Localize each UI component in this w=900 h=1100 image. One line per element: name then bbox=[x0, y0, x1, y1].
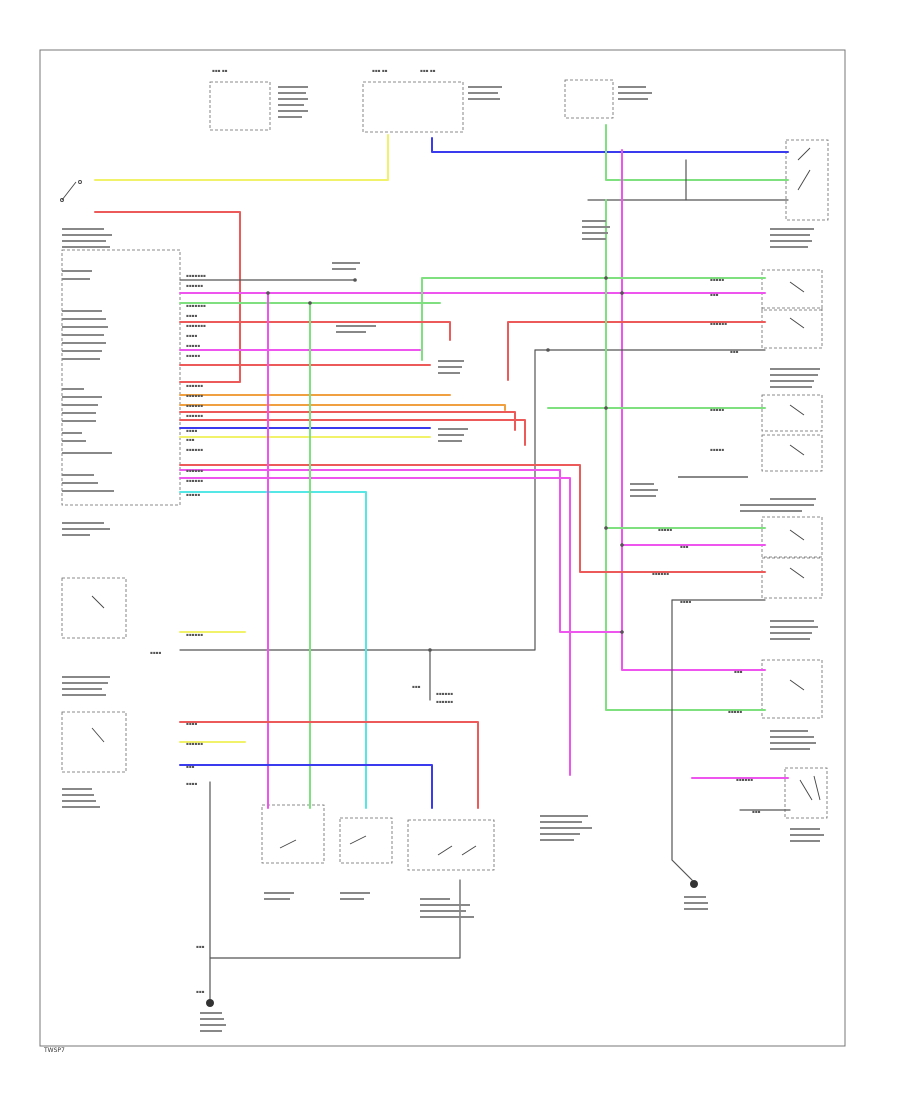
body-control-module-box bbox=[61, 249, 181, 506]
door-lock-switch-bottom-box bbox=[261, 804, 325, 864]
actuator-right-2 bbox=[761, 307, 823, 349]
svg-text:▪▪▪: ▪▪▪ bbox=[730, 349, 739, 354]
svg-text:▪▪▪ ▪▪: ▪▪▪ ▪▪ bbox=[420, 68, 436, 73]
svg-text:▪▪▪▪▪▪: ▪▪▪▪▪▪ bbox=[186, 632, 203, 637]
wire-red-2 bbox=[507, 321, 766, 381]
wire-black-right-vert bbox=[671, 599, 693, 881]
wire-black-3 bbox=[179, 349, 536, 651]
actuator-right-8 bbox=[784, 767, 828, 819]
relay-box-top-right bbox=[564, 79, 614, 119]
wire-ground-bottom bbox=[209, 879, 461, 959]
svg-text:▪▪▪▪▪▪: ▪▪▪▪▪▪ bbox=[436, 691, 453, 696]
svg-text:▪▪▪: ▪▪▪ bbox=[196, 944, 205, 949]
svg-text:▪▪▪▪▪: ▪▪▪▪▪ bbox=[710, 407, 724, 412]
svg-text:▪▪▪▪▪: ▪▪▪▪▪ bbox=[186, 343, 200, 348]
key-cylinder-switch-box bbox=[407, 819, 495, 871]
wire-red-6 bbox=[179, 464, 766, 573]
svg-text:▪▪▪▪: ▪▪▪▪ bbox=[150, 650, 162, 655]
actuator-right-1 bbox=[761, 269, 823, 311]
wire-red-bottom bbox=[179, 721, 479, 809]
svg-text:▪▪▪ ▪▪: ▪▪▪ ▪▪ bbox=[212, 68, 228, 73]
svg-text:▪▪▪▪▪: ▪▪▪▪▪ bbox=[728, 709, 742, 714]
wire-red-5 bbox=[179, 419, 526, 446]
svg-text:▪▪▪▪▪▪▪: ▪▪▪▪▪▪▪ bbox=[186, 273, 206, 278]
diagram-frame bbox=[39, 49, 846, 1047]
footer-code: TWSP7 bbox=[43, 1047, 65, 1054]
svg-text:▪▪▪▪▪▪: ▪▪▪▪▪▪ bbox=[186, 478, 203, 483]
wire-blue-bottom bbox=[179, 764, 433, 809]
driver-door-lock-actuator-box bbox=[785, 139, 829, 221]
wire-orange-2 bbox=[179, 404, 506, 411]
wire-red-top bbox=[94, 211, 241, 383]
svg-text:▪▪▪▪: ▪▪▪▪ bbox=[186, 781, 198, 786]
ground-symbol-left bbox=[206, 999, 214, 1007]
svg-text:▪▪▪: ▪▪▪ bbox=[680, 544, 689, 549]
wire-pink-3 bbox=[179, 469, 623, 633]
svg-text:▪▪▪▪▪▪: ▪▪▪▪▪▪ bbox=[710, 321, 727, 326]
svg-text:▪▪▪: ▪▪▪ bbox=[186, 437, 195, 442]
wire-blue-top bbox=[431, 137, 789, 153]
svg-text:▪▪▪: ▪▪▪ bbox=[752, 809, 761, 814]
svg-text:▪▪▪▪▪▪: ▪▪▪▪▪▪ bbox=[436, 699, 453, 704]
actuator-right-3 bbox=[761, 394, 823, 432]
svg-text:▪▪▪▪: ▪▪▪▪ bbox=[186, 428, 198, 433]
fuse-relay-box-center bbox=[362, 81, 464, 133]
svg-text:▪▪▪▪▪▪: ▪▪▪▪▪▪ bbox=[186, 403, 203, 408]
actuator-right-6 bbox=[761, 557, 823, 599]
svg-text:▪▪▪▪▪▪: ▪▪▪▪▪▪ bbox=[186, 283, 203, 288]
wire-green-1 bbox=[421, 277, 766, 361]
svg-text:▪▪▪ ▪▪: ▪▪▪ ▪▪ bbox=[372, 68, 388, 73]
svg-text:▪▪▪▪▪▪: ▪▪▪▪▪▪ bbox=[186, 383, 203, 388]
svg-text:▪▪▪▪▪▪▪: ▪▪▪▪▪▪▪ bbox=[186, 323, 206, 328]
svg-text:▪▪▪▪▪: ▪▪▪▪▪ bbox=[186, 353, 200, 358]
door-lock-switch-left-box bbox=[61, 577, 127, 639]
svg-text:▪▪▪▪▪▪: ▪▪▪▪▪▪ bbox=[186, 741, 203, 746]
svg-text:▪▪▪: ▪▪▪ bbox=[710, 292, 719, 297]
fuse-box-left bbox=[209, 81, 271, 131]
svg-text:▪▪▪: ▪▪▪ bbox=[412, 684, 421, 689]
svg-text:▪▪▪▪▪: ▪▪▪▪▪ bbox=[710, 447, 724, 452]
wire-pink-main bbox=[621, 149, 766, 671]
trunk-switch-box bbox=[339, 817, 393, 864]
wire-yellow-top bbox=[94, 134, 389, 181]
actuator-right-5 bbox=[761, 516, 823, 558]
svg-text:▪▪▪▪▪▪▪: ▪▪▪▪▪▪▪ bbox=[186, 303, 206, 308]
wire-red-1 bbox=[179, 321, 451, 341]
ground-symbol-right bbox=[690, 880, 698, 888]
svg-text:▪▪▪▪▪: ▪▪▪▪▪ bbox=[710, 277, 724, 282]
wire-green-top bbox=[605, 124, 789, 181]
svg-text:▪▪▪▪▪▪: ▪▪▪▪▪▪ bbox=[186, 413, 203, 418]
wire-cyan bbox=[179, 491, 367, 809]
svg-text:▪▪▪▪▪: ▪▪▪▪▪ bbox=[658, 527, 672, 532]
svg-text:▪▪▪▪: ▪▪▪▪ bbox=[186, 333, 198, 338]
svg-text:▪▪▪▪: ▪▪▪▪ bbox=[186, 313, 198, 318]
svg-text:▪▪▪▪▪: ▪▪▪▪▪ bbox=[186, 492, 200, 497]
svg-text:▪▪▪▪▪▪: ▪▪▪▪▪▪ bbox=[186, 393, 203, 398]
svg-text:▪▪▪: ▪▪▪ bbox=[196, 989, 205, 994]
svg-text:▪▪▪▪: ▪▪▪▪ bbox=[680, 599, 692, 604]
actuator-right-7 bbox=[761, 659, 823, 719]
svg-text:▪▪▪▪▪▪: ▪▪▪▪▪▪ bbox=[186, 447, 203, 452]
svg-text:▪▪▪▪▪▪: ▪▪▪▪▪▪ bbox=[652, 571, 669, 576]
svg-text:▪▪▪▪▪▪: ▪▪▪▪▪▪ bbox=[736, 777, 753, 782]
svg-text:▪▪▪▪: ▪▪▪▪ bbox=[186, 721, 198, 726]
svg-text:▪▪▪▪▪▪: ▪▪▪▪▪▪ bbox=[186, 468, 203, 473]
svg-text:▪▪▪: ▪▪▪ bbox=[734, 669, 743, 674]
wire-green-main bbox=[605, 199, 766, 711]
svg-text:▪▪▪: ▪▪▪ bbox=[186, 764, 195, 769]
actuator-right-4 bbox=[761, 434, 823, 472]
wire-pink-4 bbox=[179, 477, 571, 776]
wire-red-4 bbox=[179, 411, 516, 431]
passenger-door-switch-box bbox=[61, 711, 127, 773]
